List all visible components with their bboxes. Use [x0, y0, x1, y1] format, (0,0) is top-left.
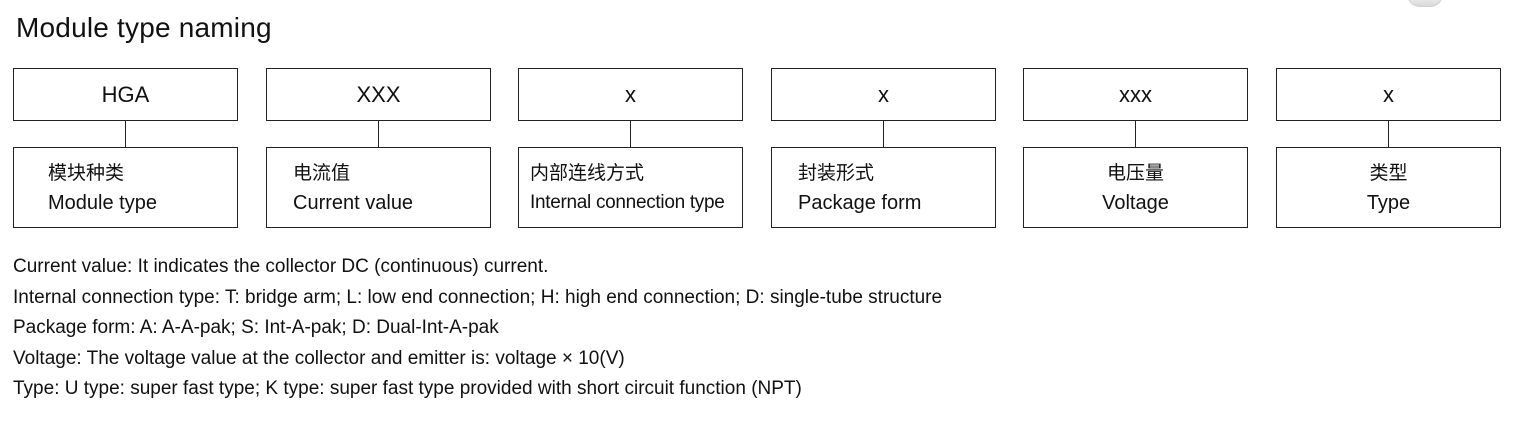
connector-line	[125, 121, 126, 147]
label-chinese: 类型	[1369, 161, 1408, 184]
notes-list: Current value: It indicates the collecto…	[13, 252, 942, 405]
label-english: Type	[1366, 191, 1411, 214]
description-box: 内部连线方式 Internal connection type	[518, 147, 743, 228]
page-title: Module type naming	[16, 12, 272, 43]
label-chinese: 封装形式	[798, 161, 875, 184]
code-box: x	[771, 68, 996, 121]
connector-line	[1135, 121, 1136, 147]
segment-internal-connection-type: x 内部连线方式 Internal connection type	[518, 68, 743, 229]
page-corner-decoration	[1407, 0, 1443, 7]
label-english: Current value	[293, 191, 414, 214]
code-box: xxx	[1023, 68, 1248, 121]
description-box: 封装形式 Package form	[771, 147, 996, 228]
code-box: x	[1276, 68, 1501, 121]
description-box: 类型 Type	[1276, 147, 1501, 228]
note-voltage: Voltage: The voltage value at the collec…	[13, 347, 625, 369]
segment-module-type: HGA 模块种类 Module type	[13, 68, 238, 229]
label-chinese: 电流值	[293, 161, 351, 184]
code-box: HGA	[13, 68, 238, 121]
label-chinese: 内部连线方式	[530, 161, 645, 184]
note-package-form: Package form: A: A-A-pak; S: Int-A-pak; …	[13, 317, 499, 338]
note-type: Type: U type: super fast type; K type: s…	[13, 378, 802, 399]
code-box: XXX	[266, 68, 491, 121]
segment-type: x 类型 Type	[1276, 68, 1501, 229]
connector-line	[883, 121, 884, 147]
segment-package-form: x 封装形式 Package form	[771, 68, 996, 229]
note-current-value: Current value: It indicates the collecto…	[13, 256, 549, 277]
connector-line	[1388, 121, 1389, 147]
label-chinese: 电压量	[1106, 161, 1164, 184]
connector-line	[378, 121, 379, 147]
label-english: Module type	[48, 191, 157, 214]
label-english: Internal connection type	[530, 191, 725, 213]
naming-diagram: HGA 模块种类 Module type XXX 电流值 Current val…	[13, 68, 1501, 230]
segment-voltage: xxx 电压量 Voltage	[1023, 68, 1248, 229]
label-english: Voltage	[1102, 191, 1169, 214]
description-box: 电流值 Current value	[266, 147, 491, 228]
connector-line	[630, 121, 631, 147]
segment-current-value: XXX 电流值 Current value	[266, 68, 491, 229]
label-chinese: 模块种类	[48, 161, 125, 184]
label-english: Package form	[798, 191, 922, 214]
code-box: x	[518, 68, 743, 121]
note-internal-connection-type: Internal connection type: T: bridge arm;…	[13, 286, 943, 308]
description-box: 电压量 Voltage	[1023, 147, 1248, 228]
description-box: 模块种类 Module type	[13, 147, 238, 228]
